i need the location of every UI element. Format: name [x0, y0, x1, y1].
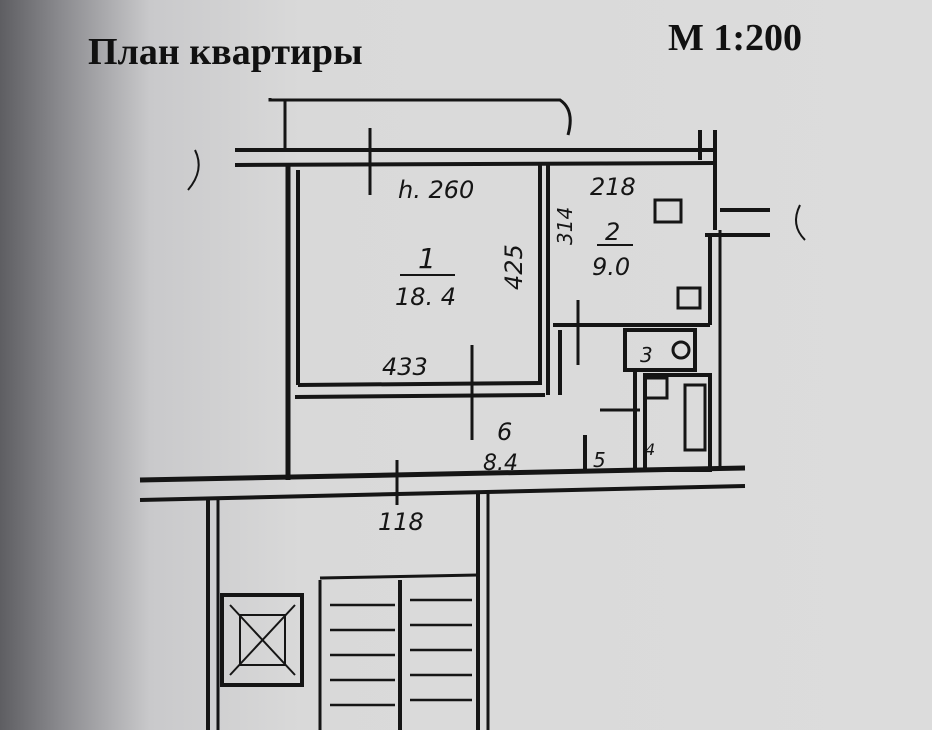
room1-area: 18. 4 [395, 283, 456, 311]
walls [139, 98, 806, 730]
stair-dimension: 118 [378, 508, 424, 536]
room2-number: 2 [605, 218, 620, 246]
room4-number: 4 [645, 440, 655, 459]
room1-number: 1 [418, 242, 436, 275]
room6-area: 8.4 [483, 451, 518, 476]
ceiling-height-label: h. 260 [398, 176, 474, 204]
room6-number: 6 [497, 418, 512, 446]
room5-number: 5 [593, 448, 606, 472]
room1-width: 433 [382, 353, 428, 381]
room1-length: 425 [500, 244, 528, 290]
room2-area: 9.0 [592, 253, 630, 281]
room3-number: 3 [640, 343, 653, 367]
room2-length: 314 [553, 207, 577, 245]
plan-title: План квартиры [88, 31, 363, 73]
room2-width: 218 [590, 173, 636, 201]
scale-label: М 1:200 [668, 17, 803, 59]
